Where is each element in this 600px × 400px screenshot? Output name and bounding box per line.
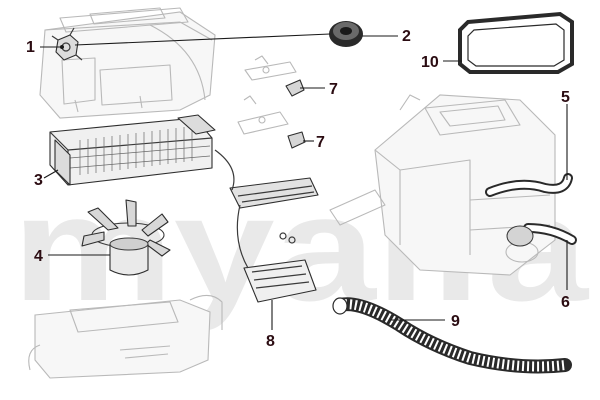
mounting-bracket-upper bbox=[244, 55, 305, 97]
air-duct-housing-ghost bbox=[28, 294, 223, 379]
heater-hose-upper bbox=[485, 173, 573, 197]
heater-core-part bbox=[49, 114, 216, 186]
heater-core-fins bbox=[69, 126, 211, 175]
heater-box-top-left bbox=[39, 7, 216, 119]
rubber-grommet-part bbox=[329, 21, 363, 47]
cable-and-small-vent bbox=[214, 149, 319, 269]
grille-vent-part bbox=[243, 259, 317, 303]
callout-labels: 1 2 3 4 5 6 7 7 8 9 10 bbox=[26, 28, 570, 350]
callout-2: 2 bbox=[402, 28, 411, 45]
callout-7b: 7 bbox=[316, 134, 325, 151]
callout-7a: 7 bbox=[329, 81, 338, 98]
heater-hose-lower bbox=[506, 223, 577, 247]
callout-10: 10 bbox=[421, 54, 439, 71]
blower-fan-part bbox=[81, 199, 171, 276]
callout-4: 4 bbox=[34, 248, 43, 265]
callout-5: 5 bbox=[561, 89, 570, 106]
callout-3: 3 bbox=[34, 172, 43, 189]
callout-1: 1 bbox=[26, 39, 35, 56]
mounting-bracket-lower bbox=[237, 95, 306, 149]
leader-2-long bbox=[74, 33, 331, 46]
leader-3 bbox=[43, 169, 59, 179]
callout-6: 6 bbox=[561, 294, 570, 311]
control-valve-part bbox=[51, 27, 83, 61]
rectangular-seal-part bbox=[458, 11, 574, 74]
callout-9: 9 bbox=[451, 313, 460, 330]
callout-8: 8 bbox=[266, 333, 275, 350]
corrugated-hose-part bbox=[332, 297, 572, 374]
leader-lines bbox=[40, 33, 568, 330]
